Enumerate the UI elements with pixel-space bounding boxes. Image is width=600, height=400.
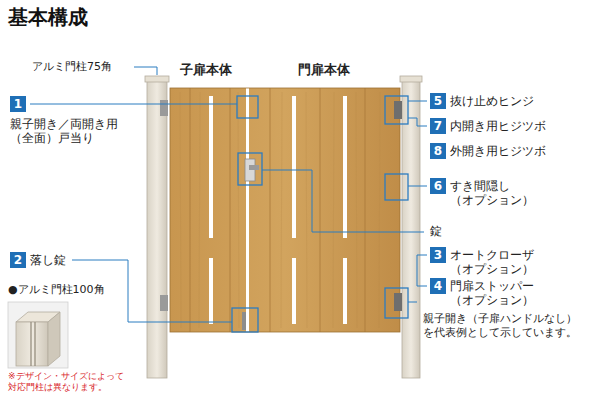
- slits: [209, 96, 347, 324]
- wood-grain: [180, 92, 380, 328]
- callout: 7 内開き用ヒジツボ: [430, 118, 546, 134]
- latch-hardware: [160, 295, 168, 311]
- callout-number: 6: [430, 178, 446, 194]
- highlight-boxes: [232, 96, 408, 332]
- gate-panel: [170, 88, 400, 332]
- post-label: アルミ門柱75角: [32, 60, 112, 74]
- board-lines: [190, 88, 365, 332]
- drop-bolt: [242, 312, 246, 330]
- callout: 6すき間隠し （オプション）: [430, 178, 560, 207]
- gate-outline: [170, 88, 400, 332]
- latch-hardware: [160, 100, 168, 116]
- title: 基本構成: [8, 4, 88, 31]
- lock-lever: [249, 165, 259, 170]
- callout-number: 8: [430, 143, 446, 159]
- part-name: 外開き用ヒジツボ: [450, 143, 546, 158]
- hinge: [394, 293, 402, 311]
- post-100-illustration: [8, 302, 68, 368]
- part-name: 落し錠: [30, 252, 66, 267]
- part-name: 親子開き／両開き用 （全面）戸当り: [10, 116, 135, 145]
- part-name: 抜け止めヒンジ: [450, 93, 534, 108]
- callout-number: 2: [10, 252, 26, 268]
- callout: 2 落し錠: [10, 252, 66, 268]
- callout: 8 外開き用ヒジツボ: [430, 143, 546, 159]
- callout: 5 抜け止めヒンジ: [430, 93, 534, 109]
- part-name: 門扉ストッパー （オプション）: [450, 278, 560, 307]
- callout-number: 1: [10, 96, 26, 112]
- callout-number: 7: [430, 118, 446, 134]
- part-name: オートクローザ （オプション）: [450, 247, 560, 276]
- part-name: すき間隠し （オプション）: [450, 178, 560, 207]
- note: ※デザイン・サイズによって 対応門柱は異なります。: [8, 371, 138, 393]
- hinge: [394, 101, 402, 119]
- part-name: 内開き用ヒジツボ: [450, 118, 546, 133]
- post-cap: [400, 76, 422, 82]
- callout: 1 親子開き／両開き用 （全面）戸当り: [10, 96, 135, 145]
- callout: 4門扉ストッパー （オプション）: [430, 278, 560, 307]
- callout: 3オートクローザ （オプション）: [430, 247, 560, 276]
- left-post: [147, 80, 167, 378]
- part-heading: 子扉本体: [180, 62, 232, 78]
- callout-number: 4: [430, 278, 446, 294]
- post-label: ●アルミ門柱100角: [8, 283, 105, 297]
- post-cap: [145, 76, 169, 82]
- door-gap: [246, 88, 249, 332]
- note: 親子開き（子扉ハンドルなし） を代表例として示しています。: [423, 312, 595, 340]
- callout-number: 5: [430, 93, 446, 109]
- callout-number: 3: [430, 247, 446, 263]
- part-name: 錠: [430, 224, 442, 239]
- part-heading: 門扉本体: [298, 62, 350, 78]
